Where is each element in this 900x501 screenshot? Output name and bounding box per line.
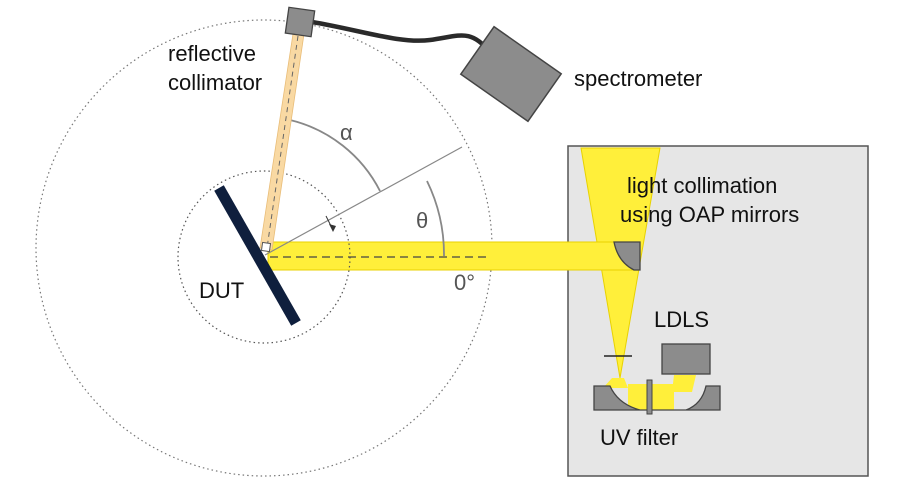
oap-label-line1: light collimation [627,173,777,198]
ldls-label: LDLS [654,307,709,332]
alpha-arc [289,119,381,192]
theta-label: θ [416,208,428,233]
ldls-lamp [661,343,711,375]
right-angle-marker [260,241,272,253]
spectrometer-box [459,25,563,123]
lower-beam-rise [672,375,696,392]
oap-label-line2: using OAP mirrors [620,202,799,227]
zero-angle-label: 0° [454,270,475,295]
horizontal-light-beam [267,241,635,271]
collimator-label-line2: collimator [168,70,262,95]
angle-arrow-head [329,224,336,232]
spectrometer-label: spectrometer [574,66,702,91]
theta-arc [426,180,445,257]
optical-fiber [309,19,493,55]
uv-filter-label: UV filter [600,425,678,450]
oap-mirror-upper [613,241,641,271]
incidence-angle-line [264,146,463,256]
reflective-collimator-block [284,6,316,38]
dut-plate [214,185,301,326]
collimator-light-path [259,33,305,251]
lower-oap-mirror-assembly [593,385,721,411]
dut-label: DUT [199,278,244,303]
alpha-label: α [340,120,353,145]
collimator-label-line1: reflective [168,41,256,66]
uv-filter [646,379,653,415]
